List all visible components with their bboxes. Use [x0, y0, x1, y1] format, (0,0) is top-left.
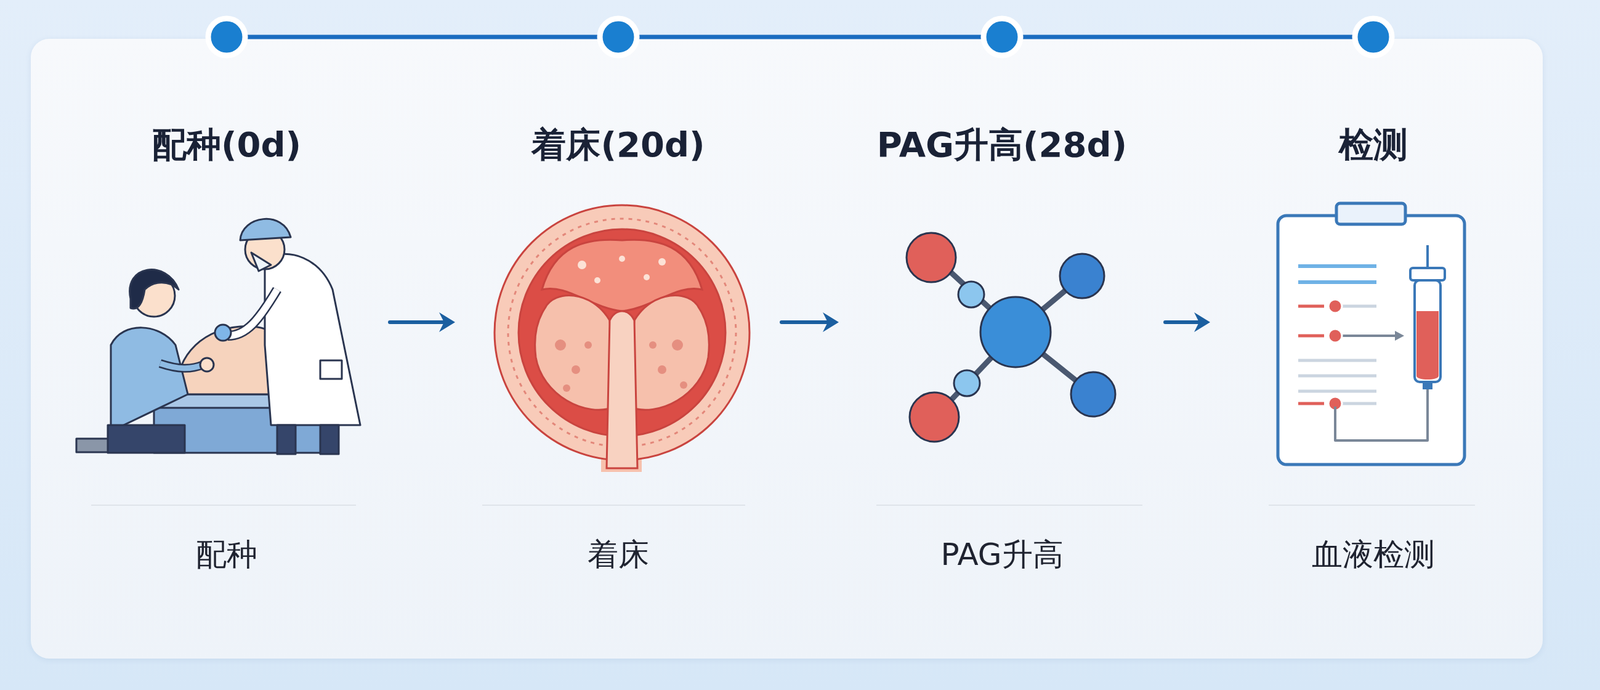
stage-label: 配种 — [63, 526, 390, 582]
stage-label: 着床 — [455, 526, 782, 582]
stage-heading: PAG升高(28d) — [838, 117, 1166, 173]
flow-arrow — [389, 312, 456, 332]
flow-arrow — [781, 312, 839, 332]
stage-node: 配种(0d) 配种 — [63, 117, 390, 582]
flow-arrow — [1165, 312, 1211, 332]
stage-heading: 着床(20d) — [455, 117, 782, 173]
stage-label: PAG升高 — [838, 526, 1166, 582]
stage-node: PAG升高(28d) PAG升高 — [838, 117, 1166, 582]
stage-heading: 配种(0d) — [63, 117, 390, 173]
stage-heading: 检测 — [1210, 117, 1537, 173]
stage-label: 血液检测 — [1210, 526, 1537, 582]
stage-node: 着床(20d) 着床 — [455, 117, 782, 582]
stage-node: 检测血液检测 — [1210, 117, 1537, 582]
